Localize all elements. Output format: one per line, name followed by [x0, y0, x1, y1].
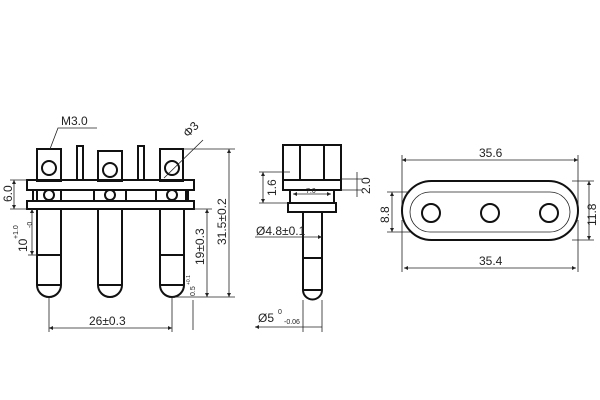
dim-35-6: 35.6	[479, 146, 503, 160]
side-view: 7.0 1.6 2.0 Ø4.8±0.1 Ø5 0 -0.06	[255, 144, 373, 332]
thread-label: M3.0	[61, 114, 88, 128]
dim-10: 10	[16, 238, 30, 252]
lower-bar	[26, 200, 195, 210]
dim-6: 6.0	[1, 185, 15, 202]
svg-text:-0: -0	[27, 222, 34, 228]
dim-35-4: 35.4	[479, 254, 503, 268]
svg-text:+1.0: +1.0	[13, 225, 20, 239]
front-view: M3.0 Φ3 6.0 10 +1.0 -0 19±0.3 31.5±0.2 0…	[1, 114, 235, 332]
dim-11-8: 11.8	[585, 203, 599, 226]
hole-diameter-label: Φ3	[180, 119, 202, 141]
dim-31-5: 31.5±0.2	[215, 198, 229, 245]
dim-7: 7.0	[306, 188, 316, 195]
thin-pin	[137, 145, 145, 181]
dim-offset-tolerance: +0.1	[186, 275, 192, 285]
svg-text:0: 0	[278, 309, 282, 316]
dim-4-8: Ø4.8±0.1	[256, 224, 306, 238]
dim-offset: 0.5	[190, 286, 197, 296]
thin-pin	[76, 145, 84, 181]
dim-2: 2.0	[359, 177, 373, 194]
hole	[164, 160, 180, 176]
pins	[36, 209, 185, 298]
hole	[41, 160, 57, 176]
dim-5: Ø5	[258, 311, 274, 325]
terminal-block-right	[159, 148, 184, 182]
dim-8-8: 8.8	[378, 206, 392, 223]
hole	[102, 162, 118, 178]
dim-19: 19±0.3	[193, 228, 207, 265]
dim-1-6: 1.6	[265, 179, 279, 196]
svg-text:-0.06: -0.06	[284, 319, 300, 326]
terminal-block-left	[36, 148, 62, 182]
dim-26: 26±0.3	[89, 314, 126, 328]
top-view: 35.6 35.4 8.8 11.8	[378, 146, 599, 272]
